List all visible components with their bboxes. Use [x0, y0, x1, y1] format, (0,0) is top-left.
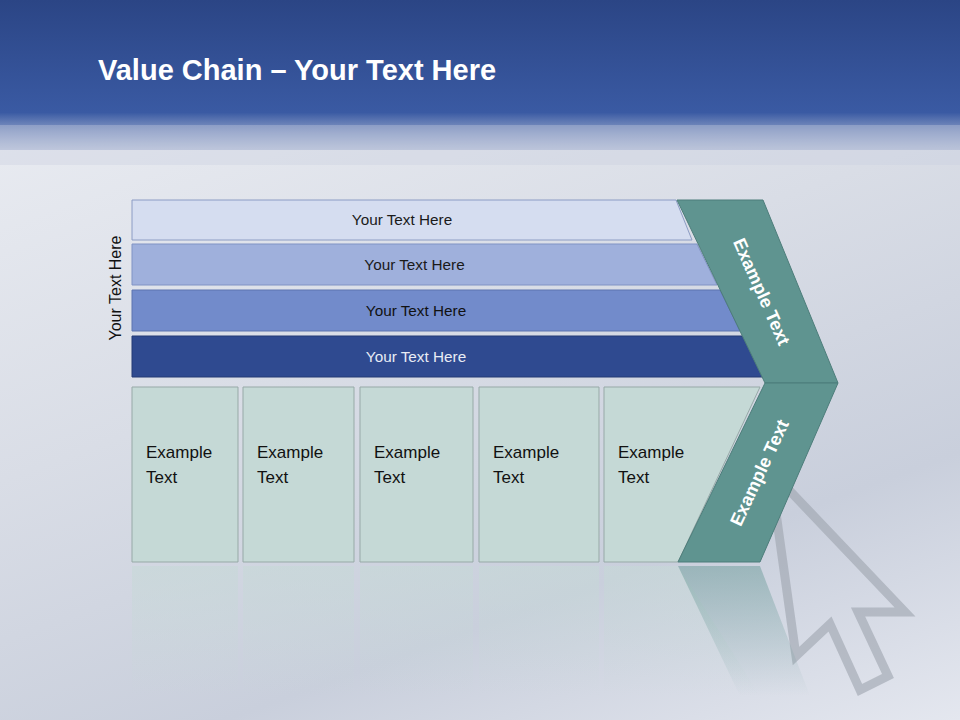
- node-text: Your Text Here: [132, 290, 700, 331]
- reflection: [132, 566, 810, 696]
- process-box: Example Text: [132, 387, 238, 562]
- process-box: Example Text: [479, 387, 599, 562]
- activity-band: Your Text Here: [132, 244, 717, 285]
- activity-band: Your Text Here: [132, 200, 692, 240]
- chevron-arm: Example Text: [678, 383, 838, 562]
- node-text: Your Text Here: [132, 200, 672, 240]
- process-box: Example Text: [243, 387, 354, 562]
- activity-band: Your Text Here: [132, 336, 765, 377]
- node-text: Example Text: [374, 440, 454, 490]
- process-box: Example Text: [360, 387, 473, 562]
- chevron-arm: Example Text: [677, 200, 838, 383]
- node-text: Your Text Here: [132, 244, 697, 285]
- node-text: Example Text: [618, 440, 698, 490]
- slide-title: Value Chain – Your Text Here: [98, 54, 496, 87]
- node-text: Example Text: [257, 440, 337, 490]
- title-bar-fade: [0, 125, 960, 165]
- side-label: Your Text Here: [107, 236, 125, 341]
- node-text: Your Text Here: [132, 336, 700, 377]
- node-text: Example Text: [146, 440, 226, 490]
- node-text: Example Text: [493, 440, 573, 490]
- activity-band: Your Text Here: [132, 290, 740, 331]
